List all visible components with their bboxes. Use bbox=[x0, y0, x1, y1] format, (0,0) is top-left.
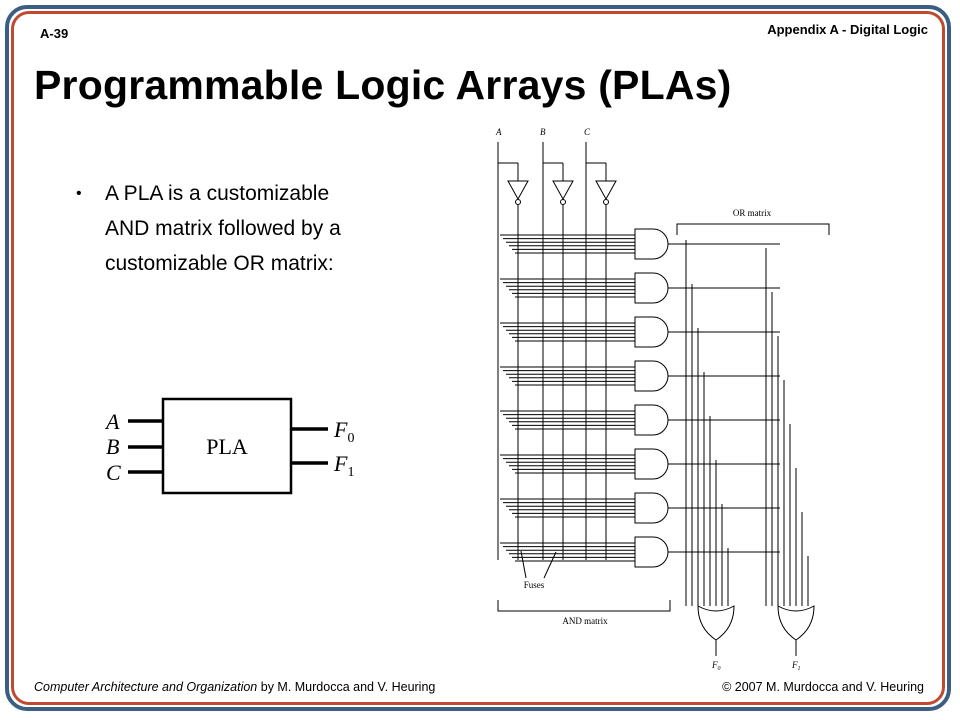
pla-input-a: A bbox=[104, 409, 120, 434]
and-gate bbox=[634, 360, 669, 392]
circuit-output-f1: F1 bbox=[791, 660, 801, 672]
and-gate bbox=[634, 492, 669, 524]
inverter-bubble bbox=[603, 199, 609, 205]
footer-authors: by M. Murdocca and V. Heuring bbox=[257, 680, 436, 694]
and-gate bbox=[634, 536, 669, 568]
inverter-bubble bbox=[560, 199, 566, 205]
slide-number: A-39 bbox=[40, 26, 69, 41]
or-gate-f1 bbox=[777, 605, 815, 641]
inverter-gate bbox=[507, 180, 529, 201]
bullet-text: A PLA is a customizable AND matrix follo… bbox=[105, 182, 341, 275]
circuit-input-b: B bbox=[540, 127, 546, 137]
and-gate bbox=[634, 316, 669, 348]
pla-input-c: C bbox=[106, 460, 121, 485]
circuit-input-c: C bbox=[584, 127, 591, 137]
and-gate bbox=[634, 228, 669, 260]
fuses-pointer bbox=[543, 551, 557, 579]
fuses-label: Fuses bbox=[524, 580, 545, 590]
and-matrix-bracket bbox=[497, 600, 671, 612]
pla-block-label: PLA bbox=[206, 434, 248, 459]
fuses-pointer bbox=[520, 550, 527, 579]
inverter-bubble bbox=[515, 199, 521, 205]
bullet-point: • A PLA is a customizable AND matrix fol… bbox=[76, 176, 376, 281]
and-gate bbox=[634, 272, 669, 304]
slide-frame-inner bbox=[11, 11, 945, 705]
bullet-icon: • bbox=[76, 185, 82, 202]
or-gate-f0 bbox=[697, 605, 735, 641]
section-header: Appendix A - Digital Logic bbox=[767, 22, 928, 37]
pla-input-b: B bbox=[106, 434, 119, 459]
inverter-gate bbox=[595, 180, 617, 201]
and-gate bbox=[634, 448, 669, 480]
inverter-gate bbox=[552, 180, 574, 201]
pla-output-f0: F0 bbox=[333, 417, 354, 446]
and-gate bbox=[634, 404, 669, 436]
circuit-output-f0: F0 bbox=[711, 660, 721, 672]
slide-frame-outer bbox=[5, 5, 951, 711]
or-matrix-label: OR matrix bbox=[733, 208, 772, 218]
pla-block-diagram: PLA A B C F0 F1 bbox=[104, 397, 354, 495]
or-matrix-bracket bbox=[676, 223, 830, 235]
footer-credit: Computer Architecture and Organization b… bbox=[34, 680, 435, 694]
footer-book-title: Computer Architecture and Organization bbox=[34, 680, 258, 694]
footer-copyright: © 2007 M. Murdocca and V. Heuring bbox=[722, 680, 924, 694]
circuit-input-a: A bbox=[495, 127, 502, 137]
pla-output-f1: F1 bbox=[333, 451, 354, 480]
slide-title: Programmable Logic Arrays (PLAs) bbox=[34, 62, 732, 108]
and-matrix-label: AND matrix bbox=[562, 616, 608, 626]
